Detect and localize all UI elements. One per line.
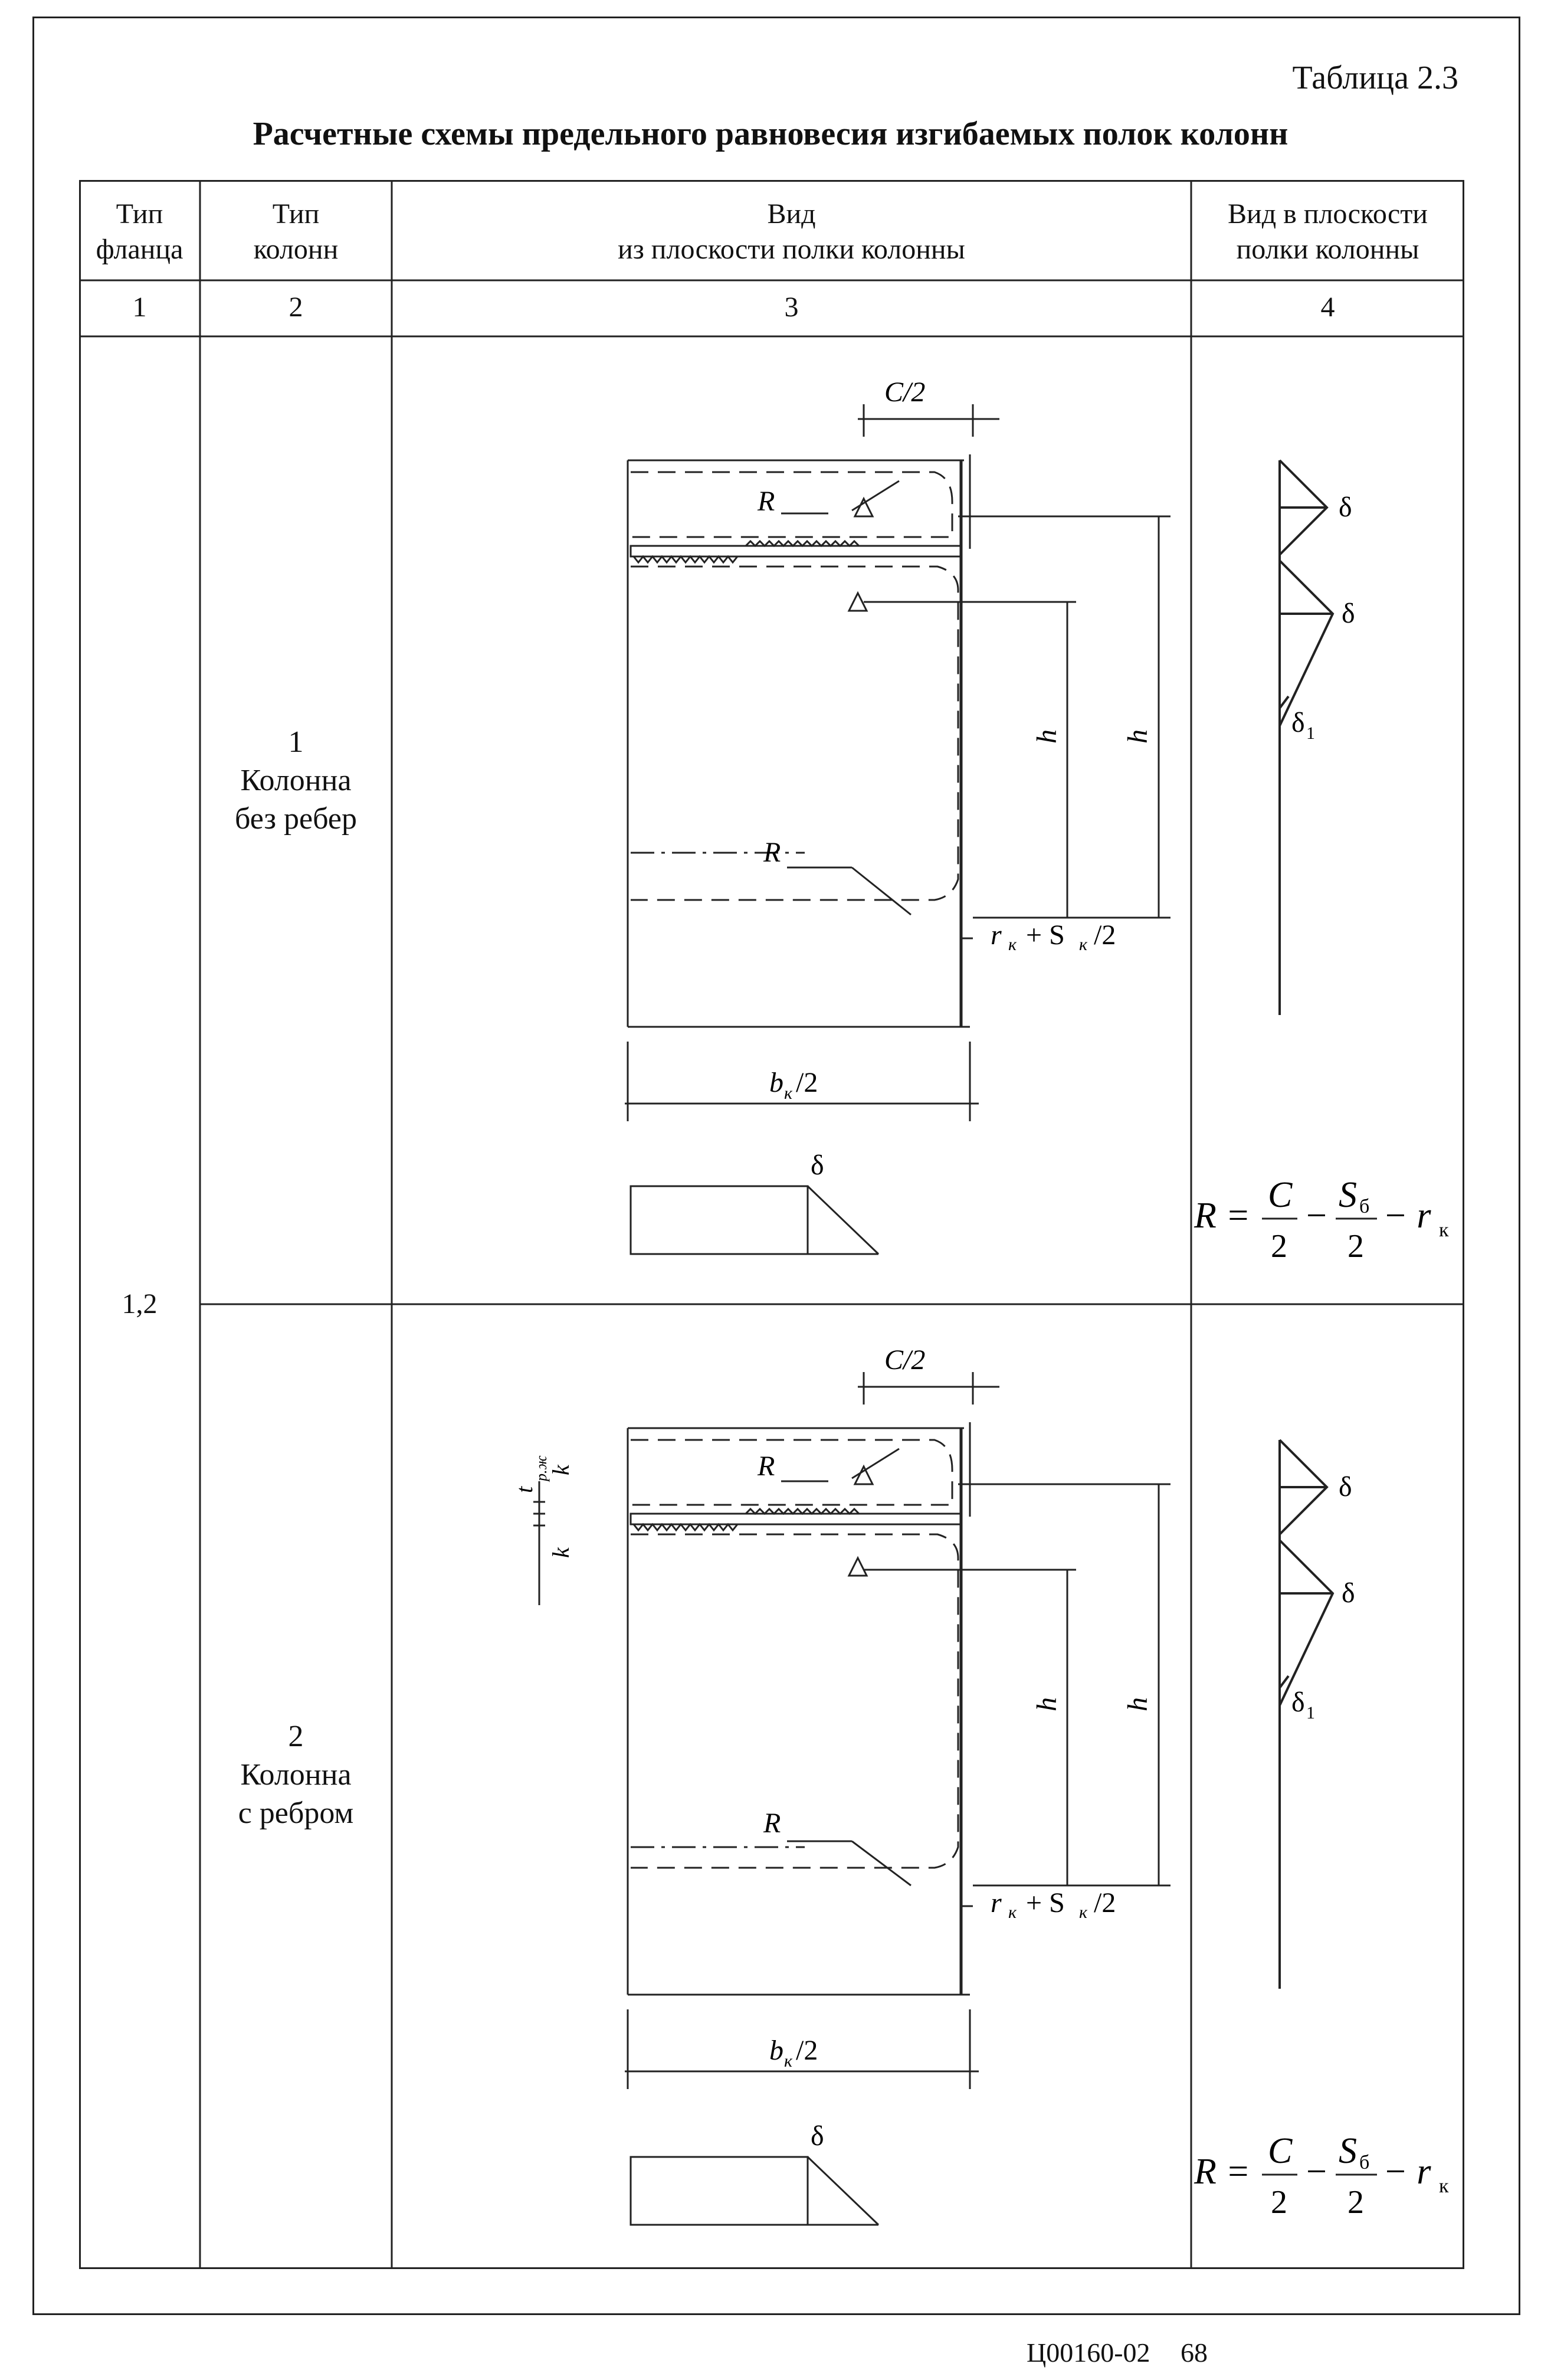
column-type-1: 1 Колонна без ребер	[235, 725, 357, 836]
label2-delta1-sub: 1	[1306, 1703, 1315, 1723]
svg-text:C: C	[1268, 2131, 1293, 2171]
label2-trj: t	[511, 1486, 537, 1493]
label2-over-2: /2	[1094, 1887, 1116, 1919]
label-delta-section: δ	[811, 1150, 824, 1181]
svg-text:2: 2	[1271, 2184, 1287, 2221]
svg-text:2: 2	[1271, 1228, 1287, 1265]
label2-c-half: C/2	[884, 1344, 925, 1376]
formula-1: R = C 2 − S б 2 − r к	[1194, 1175, 1449, 1265]
scheme-2-out-of-plane: C/2 R R h h r к + S к /2 b к /2 δ t р.ж …	[511, 1344, 1170, 2226]
svg-text:S: S	[1339, 2131, 1357, 2171]
table-title: Расчетные схемы предельного равновесия и…	[253, 116, 1288, 152]
label-bk-over: /2	[796, 1067, 818, 1098]
label2-bk: b	[769, 2035, 783, 2066]
label2-rk: r	[991, 1887, 1002, 1919]
svg-text:к: к	[1439, 2175, 1449, 2197]
table-grid	[79, 180, 1464, 2269]
svg-text:б: б	[1359, 1196, 1369, 1217]
label2-kf-lower: k	[547, 1547, 574, 1558]
label-delta-mid: δ	[1342, 598, 1355, 629]
column-number-2: 2	[288, 292, 303, 323]
svg-text:− r: − r	[1383, 1196, 1431, 1236]
label-bk-sub: к	[784, 1083, 793, 1103]
column-type-2: 2 Колонна с ребром	[238, 1720, 354, 1830]
label2-r-lower: R	[763, 1808, 781, 1839]
label-plus-s: + S	[1026, 919, 1065, 951]
label2-plus-s: + S	[1026, 1887, 1065, 1919]
label2-delta1: δ	[1291, 1687, 1305, 1718]
label-delta1-sub: 1	[1306, 724, 1315, 743]
svg-text:−: −	[1306, 1196, 1327, 1236]
label2-h1: h	[1031, 1697, 1063, 1711]
label-r-lower: R	[763, 837, 781, 868]
label2-delta-section: δ	[811, 2120, 824, 2152]
label-delta1: δ	[1291, 707, 1305, 738]
label-rk-sk: r	[991, 919, 1002, 951]
scheme-1-in-plane: δ δ δ 1 R = C 2 − S б 2 − r к	[1194, 459, 1449, 1265]
label-r-upper: R	[757, 486, 775, 517]
svg-text:−: −	[1306, 2152, 1327, 2192]
svg-text:− r: − r	[1383, 2152, 1431, 2192]
label2-r-upper: R	[757, 1451, 775, 1482]
label2-kf-upper: k	[547, 1464, 574, 1475]
label2-bk-sub: к	[784, 2051, 793, 2071]
label-c-half: C/2	[884, 377, 925, 408]
label2-delta-top: δ	[1339, 1471, 1352, 1502]
svg-text:R =: R =	[1194, 1196, 1250, 1236]
column-number-3: 3	[784, 292, 799, 323]
scheme-2-in-plane: δ δ δ 1 R = C 2 − S б 2 − r к	[1194, 1439, 1449, 2221]
svg-text:C: C	[1268, 1175, 1293, 1215]
svg-text:к: к	[1439, 1219, 1449, 1241]
page-number: 68	[1181, 2338, 1208, 2368]
label-bk: b	[769, 1067, 783, 1098]
svg-text:2: 2	[1347, 2184, 1364, 2221]
label2-s-sub: к	[1079, 1903, 1088, 1922]
scheme-1-out-of-plane: C/2 R R h h r к + S к /2 b к /2 δ	[625, 377, 1170, 1255]
label-rk-sub: к	[1008, 935, 1017, 954]
svg-text:б: б	[1359, 2152, 1369, 2173]
svg-text:2: 2	[1347, 1228, 1364, 1265]
label-s-sub: к	[1079, 935, 1088, 954]
label2-delta-mid: δ	[1342, 1577, 1355, 1609]
label2-h0: h	[1122, 1697, 1153, 1711]
page-footer: Ц00160-02 68	[1027, 2337, 1231, 2368]
column-number-1: 1	[132, 292, 147, 323]
svg-text:R =: R =	[1194, 2152, 1250, 2192]
svg-text:S: S	[1339, 1175, 1357, 1215]
document-code: Ц00160-02	[1027, 2338, 1150, 2368]
label2-trj-sub: р.ж	[533, 1455, 550, 1482]
formula-2: R = C 2 − S б 2 − r к	[1194, 2131, 1449, 2221]
label2-bk-over: /2	[796, 2035, 818, 2066]
page-frame	[32, 17, 1520, 2315]
table-number: Таблица 2.3	[1292, 60, 1458, 96]
label-h0: h	[1122, 729, 1153, 744]
column-number-4: 4	[1320, 292, 1335, 323]
label-delta-top: δ	[1339, 492, 1352, 523]
label-h1: h	[1031, 729, 1063, 744]
label2-rk-sub: к	[1008, 1903, 1017, 1922]
label-over-2: /2	[1094, 919, 1116, 951]
flange-type-value: 1,2	[122, 1288, 158, 1320]
